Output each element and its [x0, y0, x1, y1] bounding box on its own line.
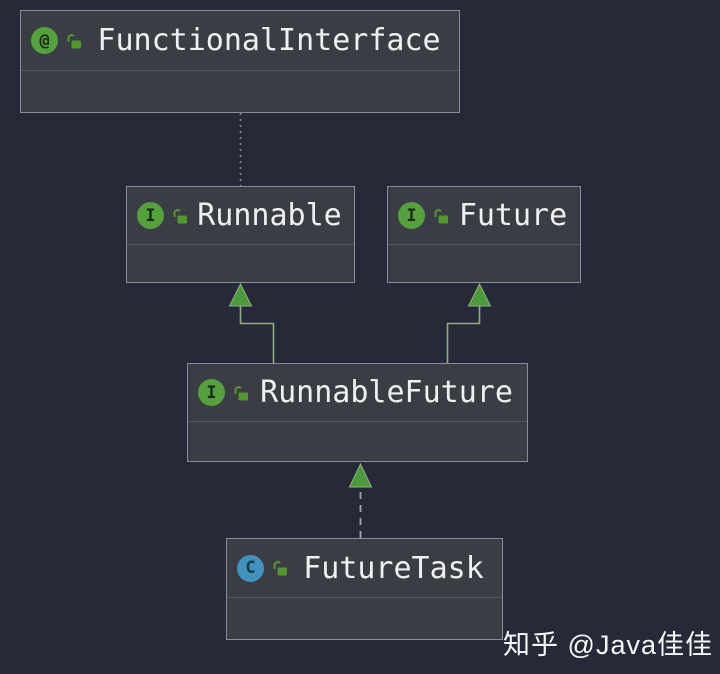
class-node-runnable-future[interactable]: I RunnableFuture	[187, 363, 528, 462]
node-body	[127, 245, 354, 282]
node-label: FunctionalInterface	[97, 23, 441, 58]
node-body	[21, 71, 459, 112]
class-node-functional-interface[interactable]: @ FunctionalInterface	[20, 10, 460, 113]
interface-icon: I	[198, 379, 225, 406]
class-node-future[interactable]: I Future	[387, 186, 581, 283]
node-header: I RunnableFuture	[188, 364, 527, 422]
class-icon: C	[237, 554, 264, 582]
unlocked-padlock-icon	[65, 32, 83, 50]
node-body	[188, 422, 527, 461]
node-header: I Future	[388, 187, 580, 245]
unlocked-padlock-icon	[171, 207, 189, 225]
unlocked-padlock-icon	[232, 384, 250, 402]
node-label: Runnable	[197, 198, 342, 233]
node-body	[388, 245, 580, 282]
unlocked-padlock-icon	[432, 207, 450, 225]
interface-icon: I	[398, 202, 425, 229]
class-node-future-task[interactable]: C FutureTask	[226, 538, 503, 640]
node-label: FutureTask	[303, 550, 484, 586]
unlocked-padlock-icon	[271, 559, 289, 577]
interface-icon: I	[137, 202, 164, 229]
watermark: 知乎 @Java佳佳	[503, 630, 713, 660]
edge-extends-runnablefuture-future[interactable]	[446, 282, 492, 363]
node-header: C FutureTask	[227, 539, 502, 598]
extends-arrowhead	[228, 282, 253, 307]
edge-implements-futuretask-runnablefuture[interactable]	[348, 462, 373, 538]
node-label: RunnableFuture	[260, 375, 513, 410]
node-header: @ FunctionalInterface	[21, 11, 459, 71]
extends-arrowhead	[467, 282, 492, 307]
annotation-icon: @	[31, 27, 58, 54]
edge-extends-runnablefuture-runnable[interactable]	[228, 282, 275, 363]
class-node-runnable[interactable]: I Runnable	[126, 186, 355, 283]
implements-arrowhead	[348, 462, 373, 488]
node-header: I Runnable	[127, 187, 354, 245]
node-label: Future	[458, 198, 568, 233]
node-body	[227, 598, 502, 639]
